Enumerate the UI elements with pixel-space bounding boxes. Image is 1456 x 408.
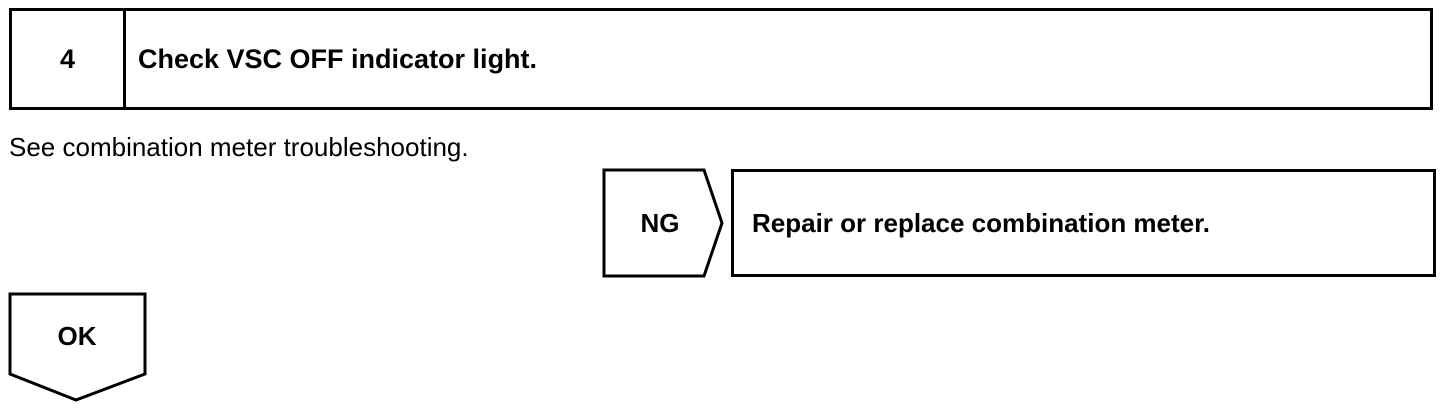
ng-arrow-shape [602,168,724,278]
step-number: 4 [59,43,76,74]
step-header-box: 4 Check VSC OFF indicator light. [9,8,1433,110]
ng-action-text: Repair or replace combination meter. [752,207,1211,238]
ng-action-box: Repair or replace combination meter. [731,169,1436,277]
ng-label: NG [640,207,680,238]
instruction-text: See combination meter troubleshooting. [9,132,469,162]
step-title: Check VSC OFF indicator light. [138,43,538,74]
ok-label: OK [57,320,97,351]
step-divider [123,11,126,107]
ok-arrow-shape [8,292,147,402]
